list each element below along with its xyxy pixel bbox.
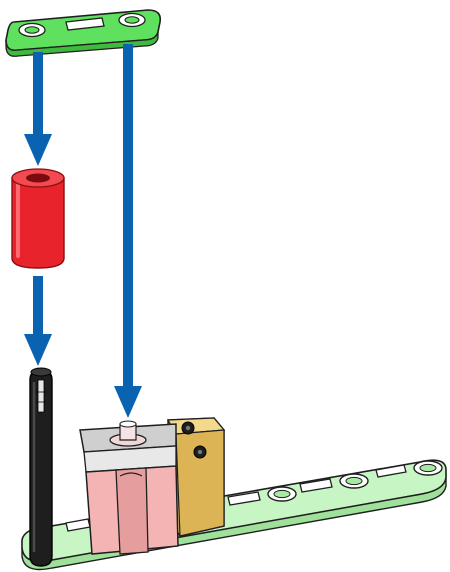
screw-head xyxy=(194,446,206,458)
arm-hole xyxy=(268,487,296,501)
arrow-spacer-to-pin xyxy=(24,276,52,366)
arm-hole xyxy=(340,474,368,488)
arrow-link-to-bolt xyxy=(114,44,142,418)
spacer-tube xyxy=(12,169,64,268)
shaft-pin xyxy=(30,368,52,566)
arrow-link-to-spacer xyxy=(24,52,52,166)
screw-head xyxy=(182,422,194,434)
short-link xyxy=(6,10,160,56)
link-hole xyxy=(19,24,45,37)
arm-hole xyxy=(414,461,442,475)
link-hole xyxy=(119,14,145,27)
slider-block xyxy=(86,466,178,554)
